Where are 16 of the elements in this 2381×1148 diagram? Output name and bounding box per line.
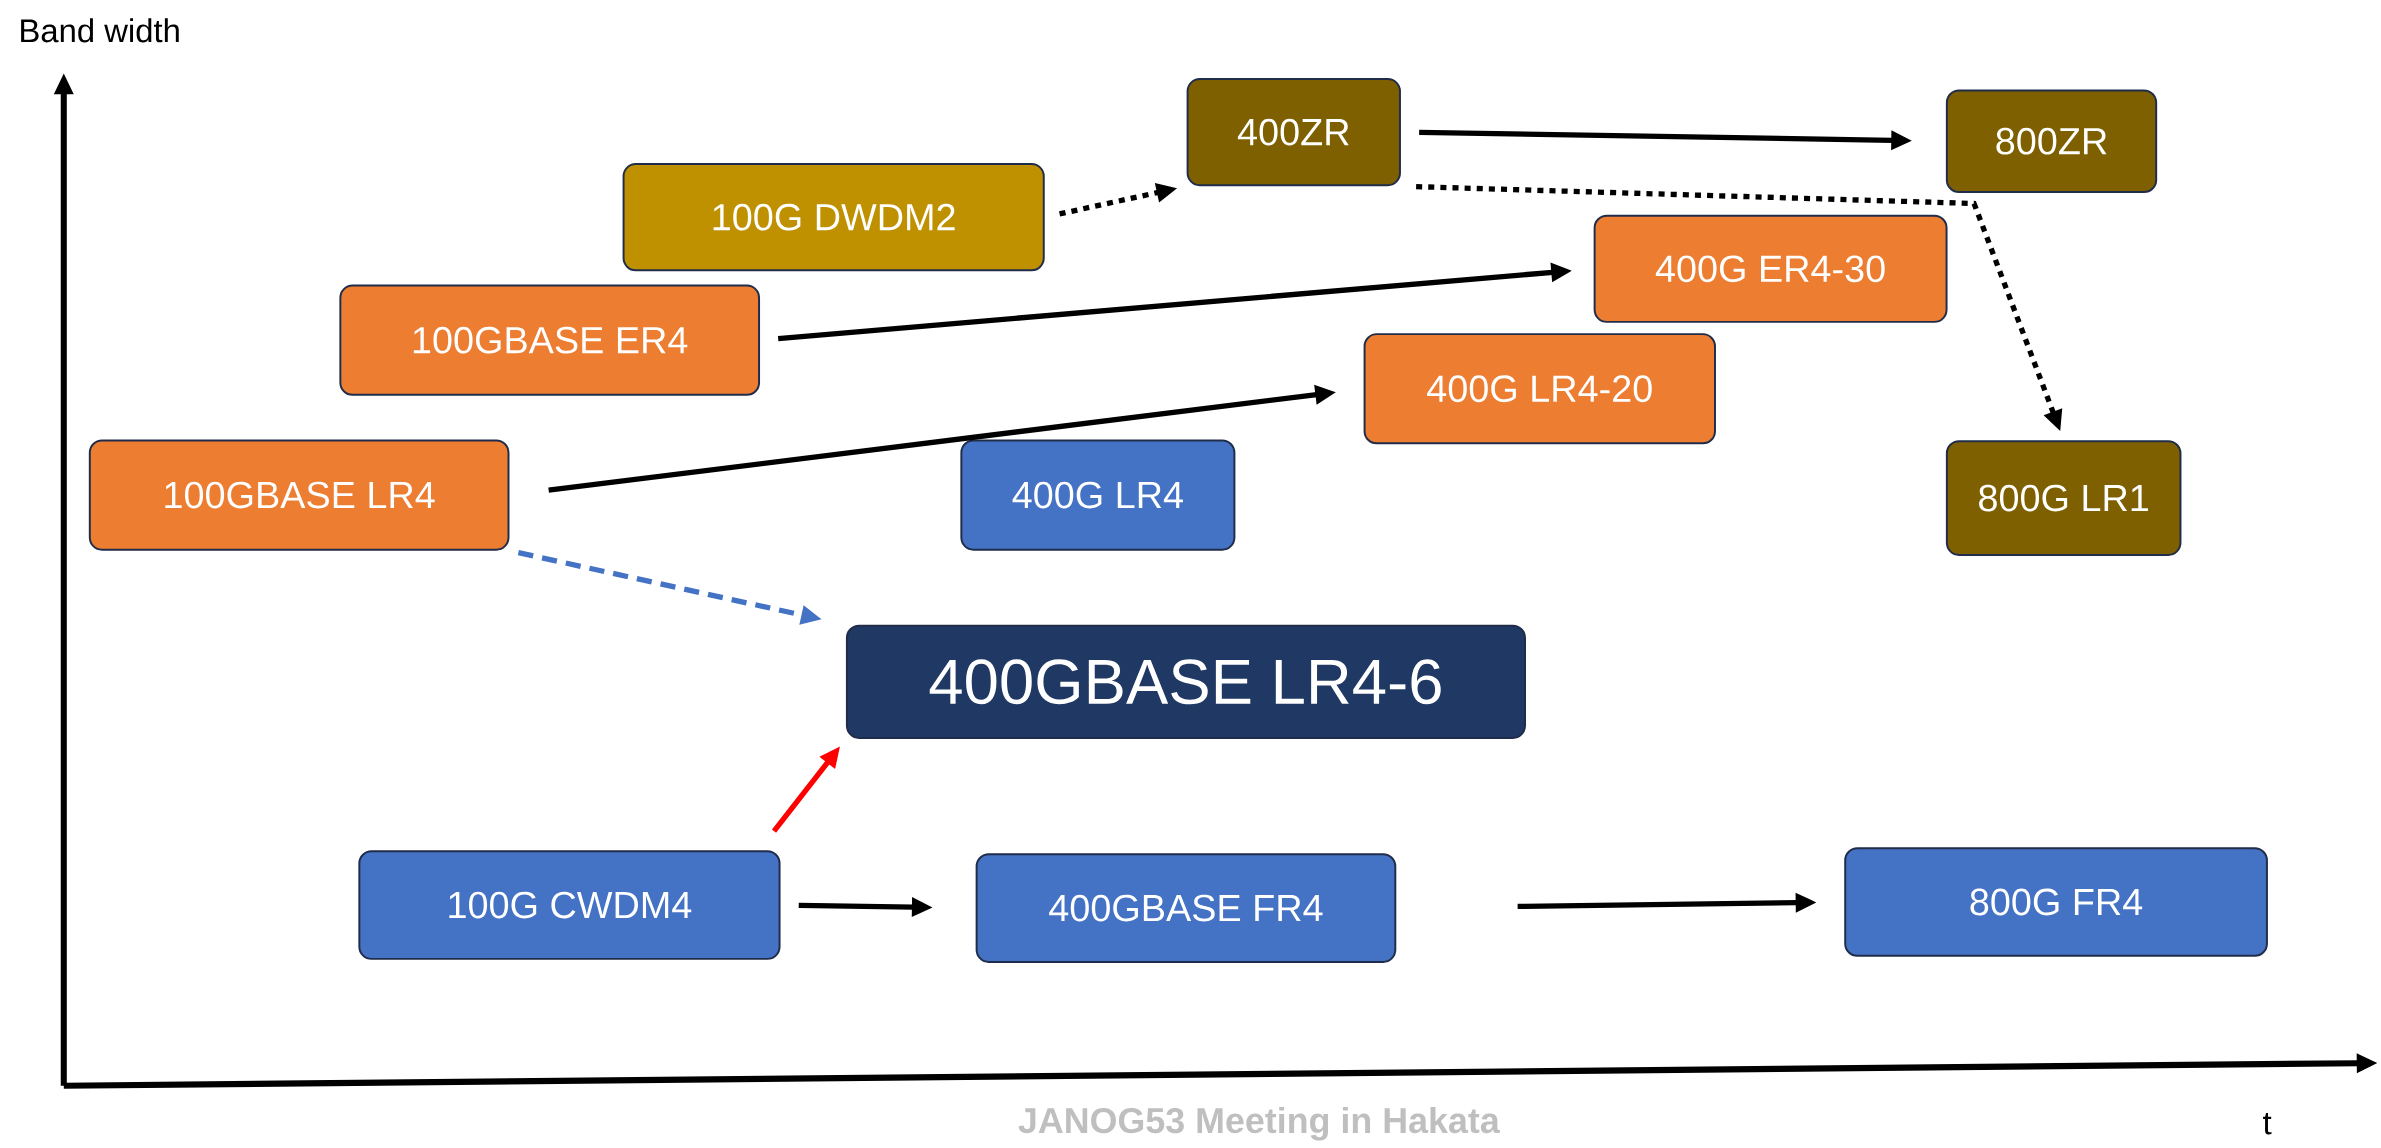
process-box: 400G LR4-20 — [1363, 333, 1716, 445]
process-box: 400GBASE FR4 — [975, 853, 1397, 963]
process-box: 800ZR — [1945, 89, 2158, 194]
axis-label: Band width — [21, 18, 179, 43]
process-box: 400G LR4 — [960, 439, 1236, 551]
process-box: 400GBASE LR4-6 — [845, 624, 1526, 739]
footer-text: JANOG53 Meeting in Hakata — [1018, 1106, 1500, 1141]
process-box: 100G CWDM4 — [358, 850, 781, 960]
process-box: 800G FR4 — [1844, 847, 2268, 957]
process-box: 400ZR — [1186, 78, 1401, 187]
axis-label: t — [2263, 1112, 2272, 1135]
process-box: 100GBASE ER4 — [339, 284, 761, 396]
process-box: 800G LR1 — [1945, 440, 2182, 556]
process-box: 100G DWDM2 — [622, 163, 1045, 272]
process-box: 400G ER4-30 — [1593, 214, 1948, 323]
process-box: 100GBASE LR4 — [88, 439, 510, 551]
